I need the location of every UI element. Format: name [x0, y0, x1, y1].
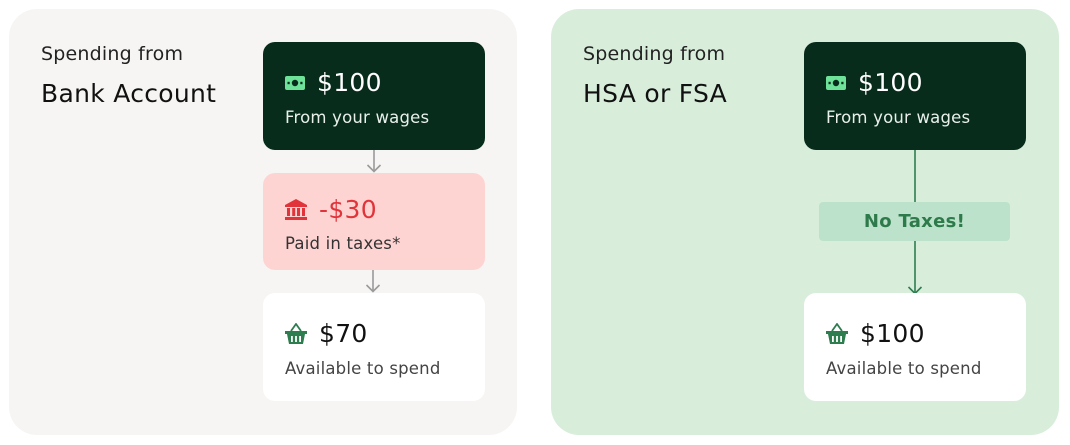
hsa-wages-amount: $100: [858, 68, 923, 97]
hsa-available-card: $100 Available to spend: [804, 293, 1026, 401]
bank-taxes-amount: -$30: [319, 195, 377, 224]
basket-icon: [826, 322, 848, 345]
arrow-down-icon: [365, 270, 381, 293]
hsa-wages-caption: From your wages: [826, 108, 971, 127]
arrow-down-icon: [907, 241, 923, 295]
bank-taxes-caption: Paid in taxes*: [285, 234, 401, 253]
connector-line: [914, 150, 916, 203]
hsa-panel-subtitle: Spending from: [583, 43, 726, 65]
bank-panel-subtitle: Spending from: [41, 43, 184, 65]
bank-account-panel: Spending from Bank Account $100 From you…: [9, 9, 517, 435]
bank-wages-caption: From your wages: [285, 108, 430, 127]
hsa-available-caption: Available to spend: [826, 359, 982, 378]
bank-panel-title: Bank Account: [41, 79, 217, 108]
bank-available-caption: Available to spend: [285, 359, 441, 378]
bank-taxes-card: -$30 Paid in taxes*: [263, 173, 485, 270]
cash-icon: [285, 75, 305, 90]
hsa-available-amount: $100: [860, 319, 925, 348]
hsa-fsa-panel: Spending from HSA or FSA $100 From your …: [551, 9, 1059, 435]
hsa-panel-title: HSA or FSA: [583, 79, 728, 108]
hsa-wages-card: $100 From your wages: [804, 42, 1026, 150]
bank-available-amount: $70: [319, 319, 368, 348]
bank-wages-amount: $100: [317, 68, 382, 97]
basket-icon: [285, 322, 307, 345]
bank-icon: [285, 199, 307, 220]
no-taxes-badge: No Taxes!: [819, 202, 1010, 241]
bank-available-card: $70 Available to spend: [263, 293, 485, 401]
arrow-down-icon: [366, 150, 382, 173]
bank-wages-card: $100 From your wages: [263, 42, 485, 150]
cash-icon: [826, 75, 846, 90]
